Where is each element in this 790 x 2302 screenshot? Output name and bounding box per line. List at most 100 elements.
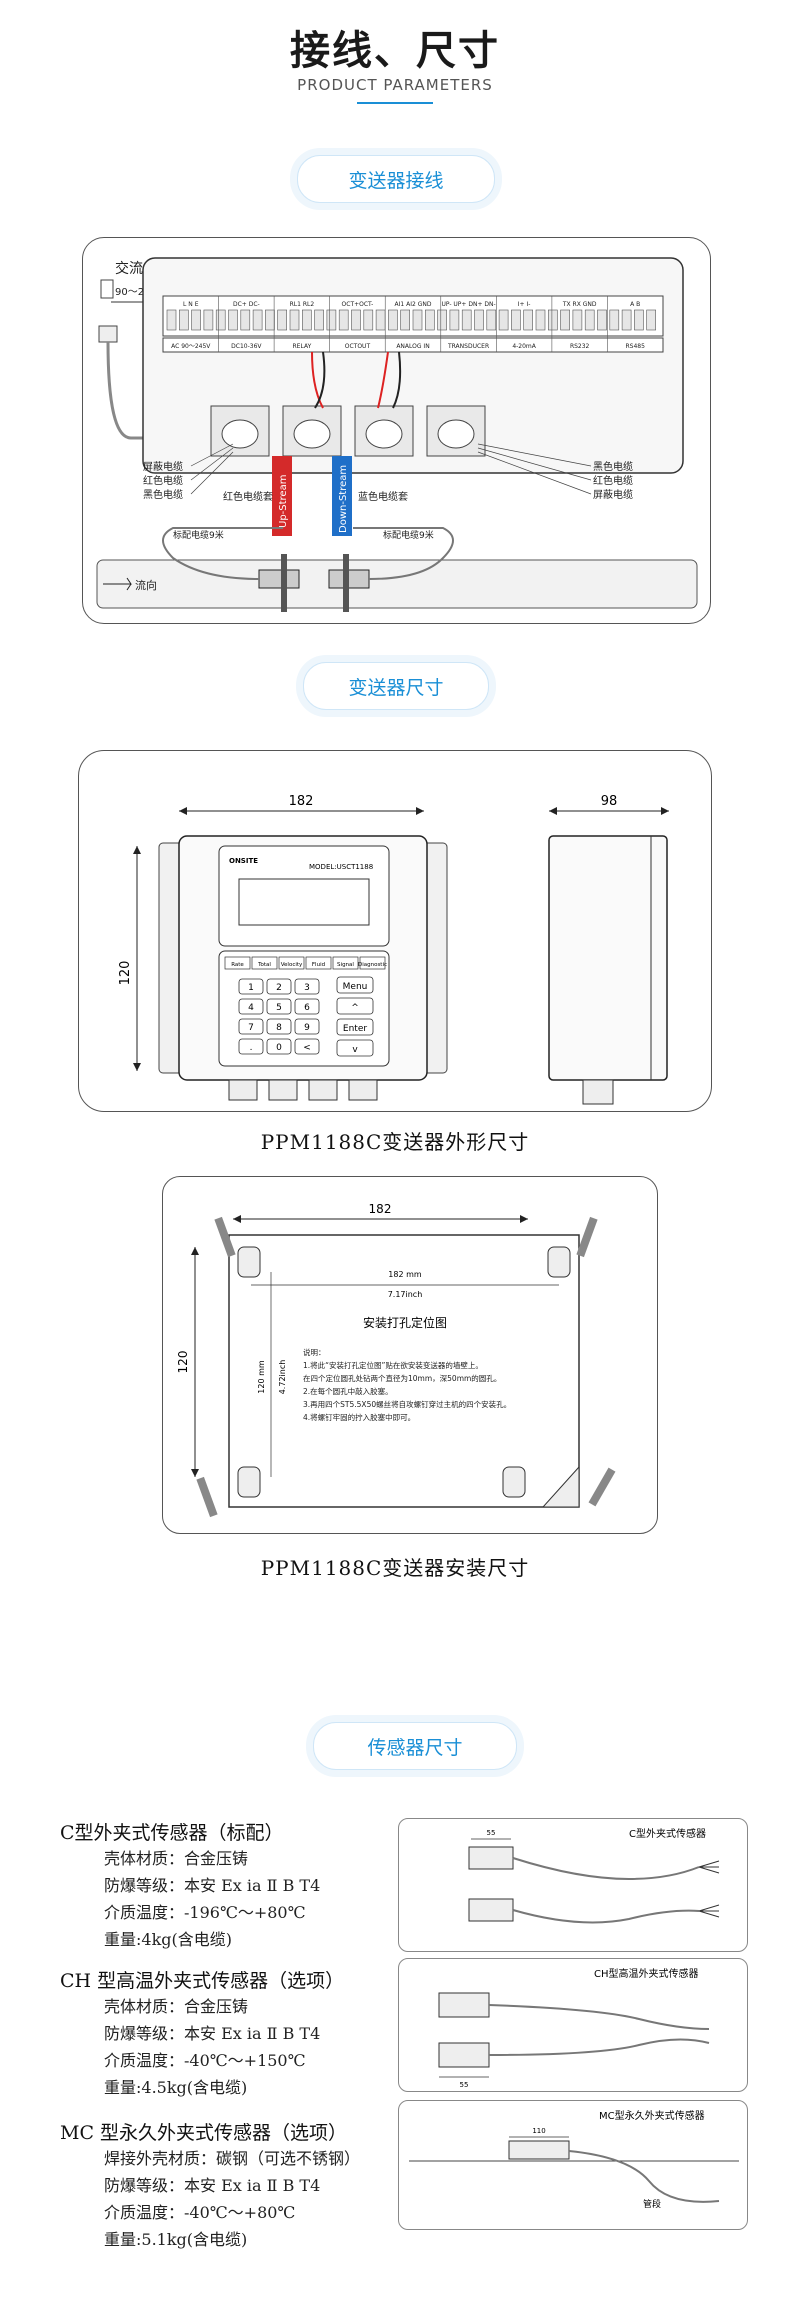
wiring-diagram-panel: 交流电源 90～245VAC L N EDC+ DC-RL1 RL2OCT+OC… bbox=[82, 237, 711, 624]
keypad-key[interactable] bbox=[294, 978, 320, 995]
function-key-label: Diagnostic bbox=[358, 962, 387, 968]
side-key[interactable] bbox=[336, 1018, 374, 1036]
inner-height-in: 4.72inch bbox=[278, 1360, 287, 1395]
function-key[interactable] bbox=[251, 956, 278, 970]
page-title: 接线、尺寸 bbox=[290, 27, 500, 74]
inner-width-in: 7.17inch bbox=[388, 1290, 423, 1299]
screw-icon bbox=[196, 1476, 218, 1518]
function-key[interactable] bbox=[359, 956, 386, 970]
sensor-drawing-mc: MC型永久外夹式传感器 110 管段 bbox=[398, 2100, 748, 2230]
keypad-key[interactable] bbox=[294, 1018, 320, 1035]
sensor-drawing-c: C型外夹式传感器 55 bbox=[398, 1818, 748, 1952]
sensor-line: 介质温度：-40℃～+150℃ bbox=[104, 2051, 306, 2070]
keypad-key[interactable] bbox=[238, 1018, 264, 1035]
function-key[interactable] bbox=[305, 956, 332, 970]
keypad-key[interactable] bbox=[266, 978, 292, 995]
keypad-key-label: 3 bbox=[304, 983, 310, 993]
page-subtitle: PRODUCT PARAMETERS bbox=[297, 76, 493, 94]
install-note-line: 说明： bbox=[303, 1347, 326, 1357]
side-key[interactable] bbox=[336, 997, 374, 1015]
sensor-line: 防爆等级：本安 Ex ia Ⅱ B T4 bbox=[104, 2024, 321, 2043]
function-key[interactable] bbox=[224, 956, 251, 970]
sensor-line: 重量:4.5kg(含电缆) bbox=[104, 2078, 248, 2097]
keypad-key-label: 9 bbox=[304, 1023, 310, 1033]
function-key[interactable] bbox=[278, 956, 305, 970]
keypad-key[interactable] bbox=[238, 1038, 264, 1055]
keypad-key-label: 2 bbox=[276, 983, 282, 993]
terminal-strip bbox=[166, 309, 657, 331]
sensor-line: 焊接外壳材质：碳钢（可选不锈钢） bbox=[104, 2149, 361, 2168]
install-dimension-panel: 182 120 182 mm 7.17inch 120 mm 4.72inch … bbox=[162, 1176, 658, 1534]
wiring-diagram: 交流电源 90～245VAC L N EDC+ DC-RL1 RL2OCT+OC… bbox=[96, 257, 698, 612]
side-key[interactable] bbox=[336, 1039, 374, 1057]
sensor-box-title: C型外夹式传感器 bbox=[629, 1827, 706, 1840]
sensor-title: MC 型永久外夹式传感器（选项） bbox=[60, 2122, 348, 2144]
keypad-key-label: < bbox=[303, 1043, 311, 1053]
lcd-display bbox=[238, 878, 370, 926]
sensor-box-title: CH型高温外夹式传感器 bbox=[594, 1967, 699, 1980]
keypad-key[interactable] bbox=[294, 998, 320, 1015]
blue-sleeve bbox=[332, 456, 352, 536]
section-tab-transmitter-size[interactable]: 变送器尺寸 bbox=[303, 662, 489, 710]
section-tab-sensor-size[interactable]: 传感器尺寸 bbox=[313, 1722, 517, 1770]
outline-height: 120 bbox=[118, 961, 133, 986]
keypad-key[interactable] bbox=[266, 1038, 292, 1055]
right-cable-black: 黑色电缆 bbox=[593, 460, 633, 473]
function-key-label: Signal bbox=[337, 962, 354, 968]
terminal-group-label: OCT+OCT- bbox=[342, 301, 374, 308]
function-key-label: Rate bbox=[231, 962, 244, 968]
brand-logo: ONSITE bbox=[229, 857, 258, 865]
terminal-group-label: DC+ DC- bbox=[233, 301, 260, 308]
section-tab-wiring[interactable]: 变送器接线 bbox=[297, 155, 495, 203]
screw-icon bbox=[588, 1467, 616, 1507]
terminal-group-name: TRANSDUCER bbox=[447, 343, 489, 350]
sensor-line: 防爆等级：本安 Ex ia Ⅱ B T4 bbox=[104, 2176, 321, 2195]
screw-icon bbox=[214, 1216, 236, 1258]
keypad-key-label: 5 bbox=[276, 1003, 282, 1013]
up-stream-label: Up-Stream bbox=[278, 475, 289, 528]
terminal-group-label: AI1 AI2 GND bbox=[395, 301, 432, 308]
keypad-key-label: 4 bbox=[248, 1003, 254, 1013]
left-cable-black: 黑色电缆 bbox=[143, 488, 183, 501]
keypad-key[interactable] bbox=[294, 1038, 320, 1055]
function-key-label: Total bbox=[257, 962, 271, 968]
sensor-spec-ch: CH 型高温外夹式传感器（选项） 壳体材质：合金压铸 防爆等级：本安 Ex ia… bbox=[60, 1966, 400, 2101]
title-underline bbox=[357, 102, 433, 104]
right-cable-shield: 屏蔽电缆 bbox=[593, 488, 633, 501]
terminal-group-label: TX RX GND bbox=[562, 301, 597, 308]
cable-length-right: 标配电缆9米 bbox=[383, 529, 434, 541]
blue-sleeve-label: 蓝色电缆套 bbox=[358, 490, 408, 503]
sensor-line: 重量:4kg(含电缆) bbox=[104, 1930, 232, 1949]
side-key[interactable] bbox=[336, 976, 374, 994]
keypad-key[interactable] bbox=[238, 998, 264, 1015]
keypad-key-label: 6 bbox=[304, 1003, 310, 1013]
terminal-group-label: I+ I- bbox=[518, 301, 531, 308]
terminal-group-label: RL1 RL2 bbox=[290, 301, 315, 308]
side-key-label: Enter bbox=[343, 1024, 367, 1034]
sensor-dim: 110 bbox=[532, 2127, 545, 2135]
install-note-line: 1.将此“安装打孔定位图”贴在欲安装变送器的墙壁上。 bbox=[303, 1360, 483, 1370]
keypad-key-label: . bbox=[250, 1043, 253, 1053]
red-sleeve bbox=[272, 456, 292, 536]
sensor-title: C型外夹式传感器（标配） bbox=[60, 1822, 284, 1844]
sensor-dim: 55 bbox=[460, 2081, 469, 2089]
sensor-line: 防爆等级：本安 Ex ia Ⅱ B T4 bbox=[104, 1876, 321, 1895]
sensor-line: 介质温度：-196℃～+80℃ bbox=[104, 1903, 306, 1922]
power-plug-icon bbox=[98, 325, 118, 343]
install-note-line: 在四个定位圆孔处钻两个直径为10mm，深50mm的圆孔。 bbox=[303, 1373, 501, 1383]
keypad-key[interactable] bbox=[238, 978, 264, 995]
terminal-group-label: L N E bbox=[183, 301, 199, 308]
outline-width: 182 bbox=[289, 794, 314, 809]
model-text: MODEL:USCT1188 bbox=[309, 863, 373, 871]
keypad-key[interactable] bbox=[266, 998, 292, 1015]
sensor-dim: 55 bbox=[487, 1829, 496, 1837]
keypad-key[interactable] bbox=[266, 1018, 292, 1035]
keypad-key-label: 0 bbox=[276, 1043, 282, 1053]
install-notes: 说明： 1.将此“安装打孔定位图”贴在欲安装变送器的墙壁上。 在四个定位圆孔处钻两… bbox=[303, 1347, 511, 1422]
cable-glands bbox=[210, 405, 486, 457]
side-key-label: v bbox=[352, 1045, 358, 1055]
function-key[interactable] bbox=[332, 956, 359, 970]
sensor-line: 壳体材质：合金压铸 bbox=[104, 1997, 249, 2016]
